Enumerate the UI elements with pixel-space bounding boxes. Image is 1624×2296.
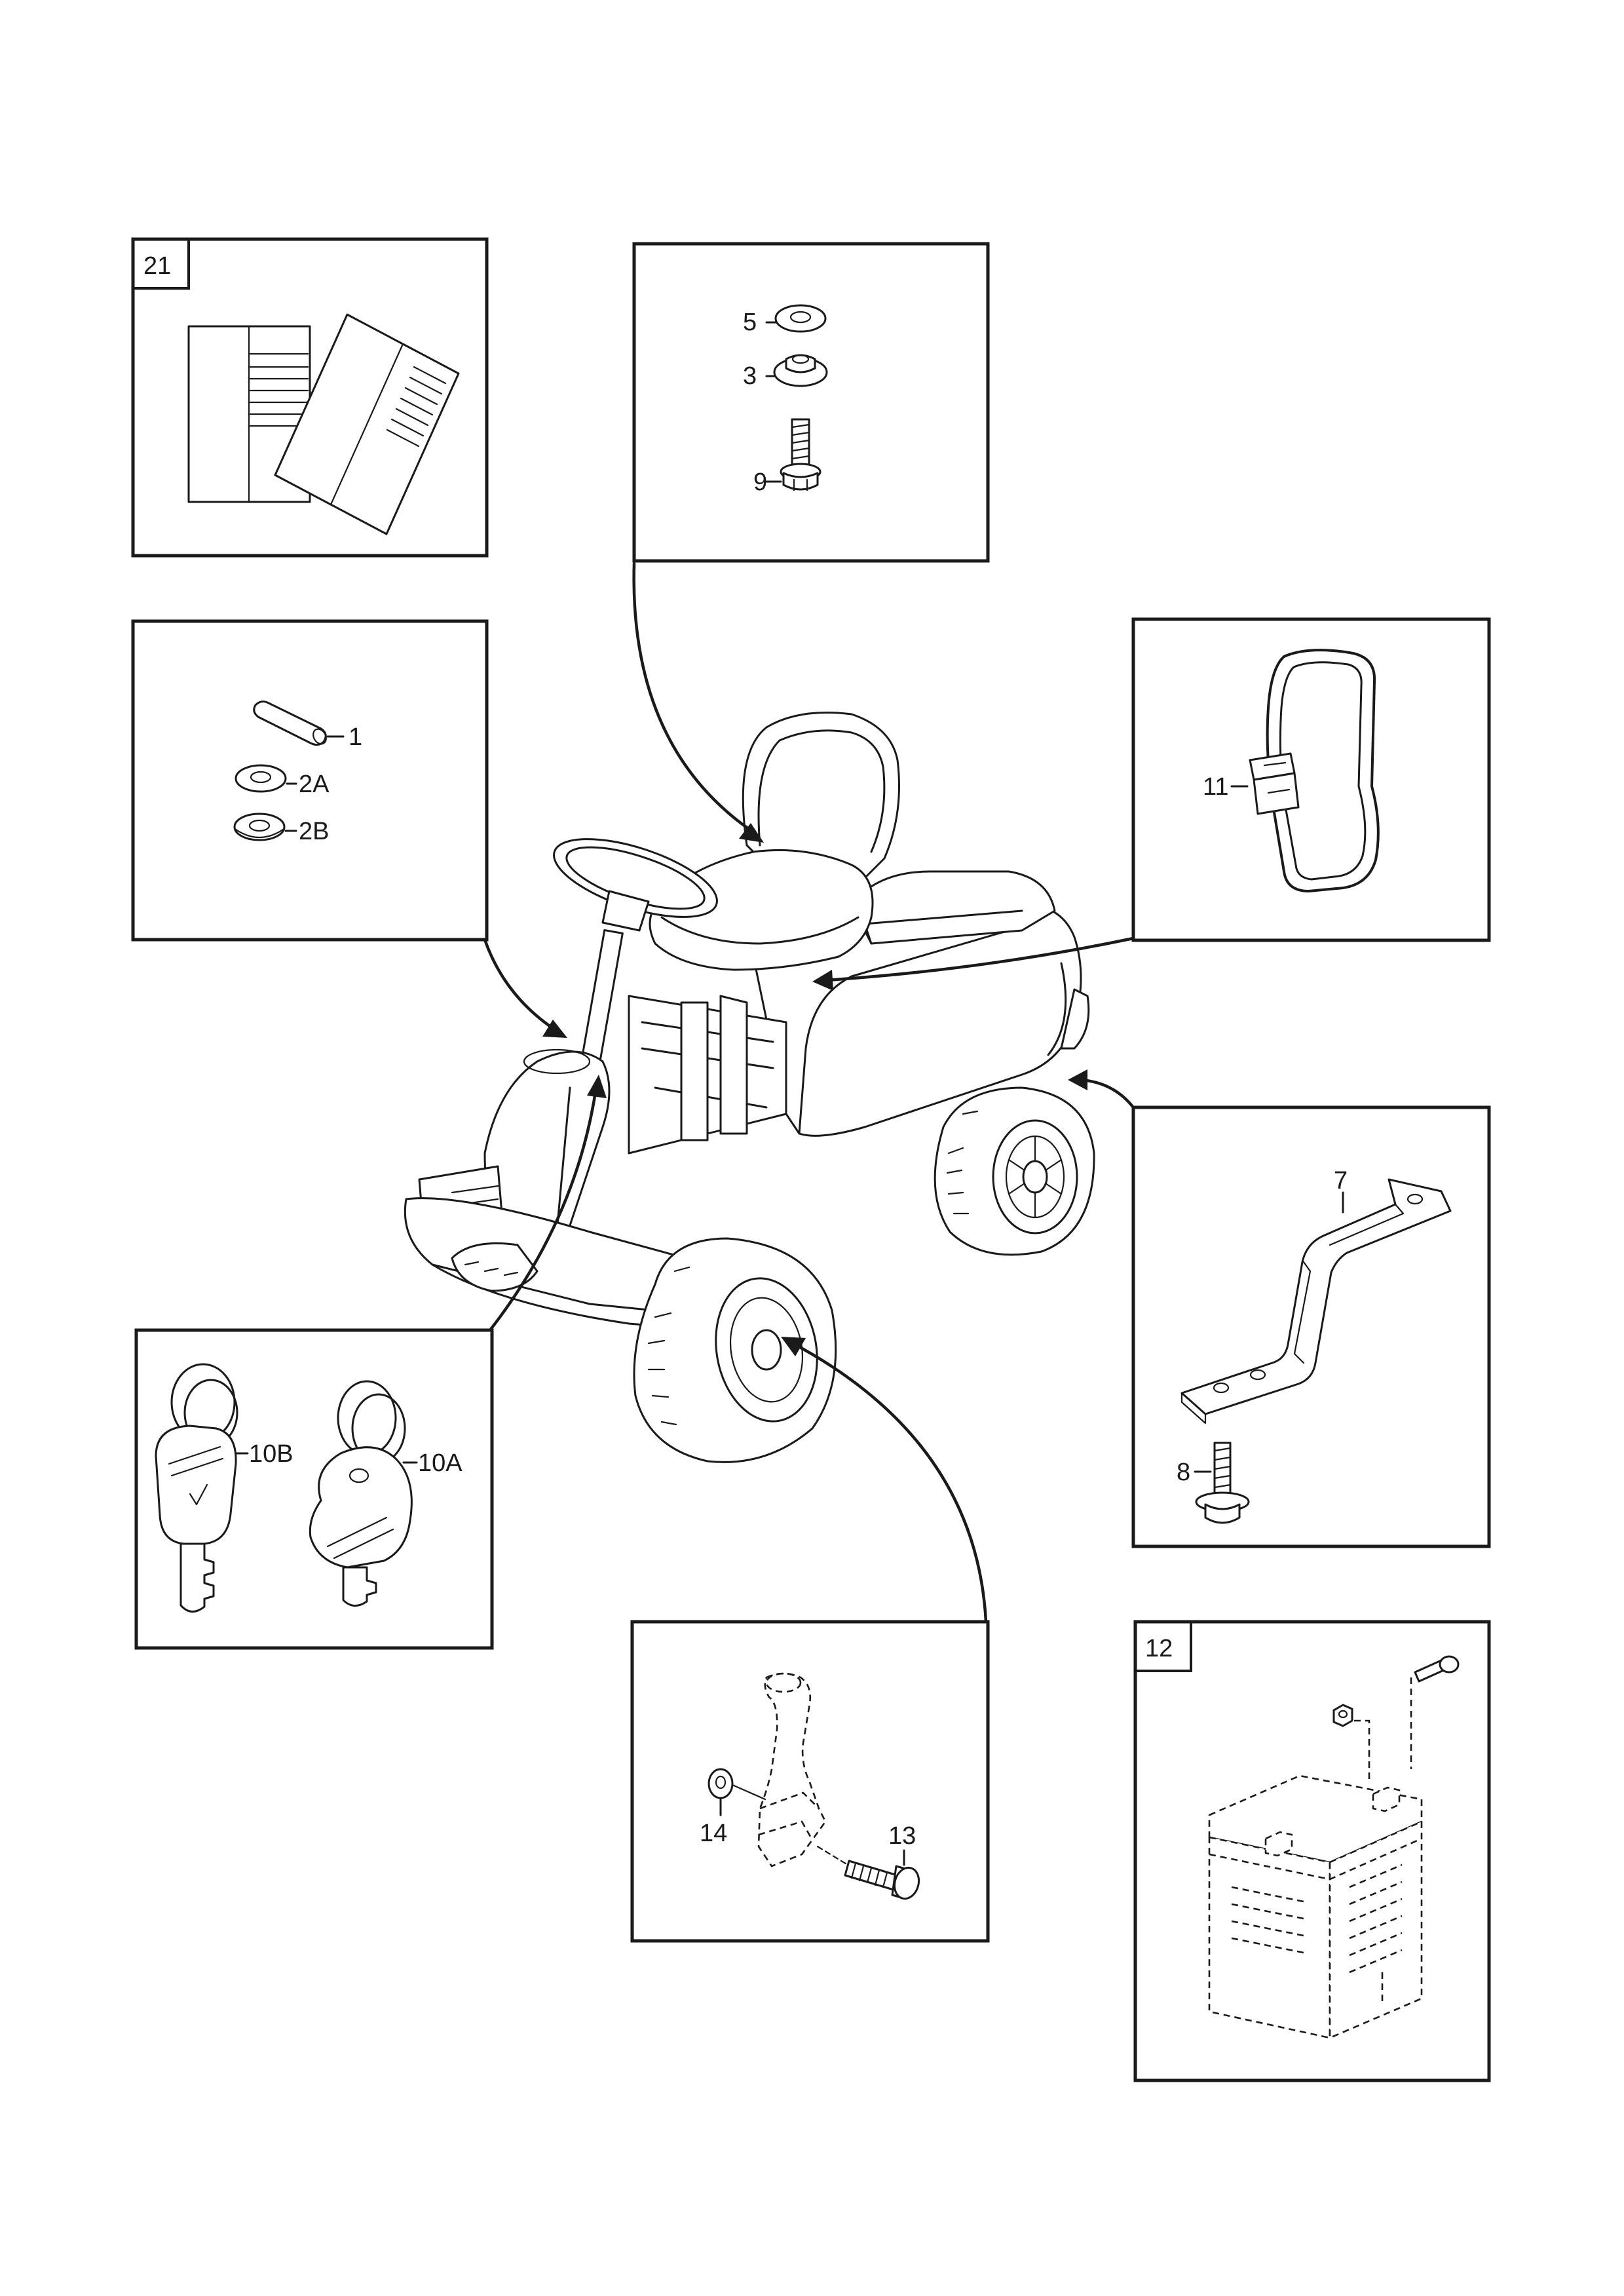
- bolt-9: [780, 418, 821, 491]
- label-3: 3: [743, 362, 757, 390]
- label-13: 13: [888, 1822, 916, 1850]
- label-5: 5: [743, 309, 757, 336]
- key-10a: [309, 1380, 413, 1607]
- label-10b: 10B: [249, 1440, 293, 1468]
- manual-icon: [187, 313, 460, 535]
- bolt-13: [844, 1860, 920, 1900]
- label-7: 7: [1334, 1167, 1348, 1195]
- bushing-3: [773, 354, 828, 387]
- battery-nut: [1332, 1704, 1353, 1727]
- washer-2a: [235, 764, 287, 793]
- panel-strap: 11: [1131, 617, 1491, 942]
- panel-wheel-hardware: 14 13: [630, 1620, 990, 1943]
- panel-bracket: 7 8: [1131, 1105, 1491, 1548]
- panel-documents: 21: [131, 237, 489, 558]
- washer-5: [774, 304, 827, 333]
- panel-keys: 10B 10A: [134, 1328, 494, 1650]
- label-2b: 2B: [299, 818, 329, 845]
- washer-2b: [233, 813, 286, 841]
- label-8: 8: [1177, 1459, 1190, 1486]
- nut-14: [708, 1768, 734, 1799]
- label-11: 11: [1203, 773, 1228, 801]
- key-10b: [155, 1363, 238, 1613]
- label-2a: 2A: [299, 771, 330, 798]
- label-14: 14: [700, 1820, 727, 1847]
- panel-steering-hardware: 1 2A 2B: [131, 619, 489, 942]
- panel-seat-hardware: 5 3 9: [632, 242, 990, 563]
- bolt-8: [1195, 1442, 1250, 1524]
- tag-21: 21: [143, 252, 171, 280]
- battery-bolt: [1414, 1655, 1460, 1683]
- rear-wheel: [934, 1086, 1095, 1256]
- label-10a: 10A: [418, 1449, 463, 1477]
- riding-mower: [404, 712, 1095, 1463]
- leader-lines: [483, 562, 1135, 1624]
- front-wheel: [633, 1237, 837, 1463]
- label-1: 1: [349, 723, 362, 751]
- pin-1: [253, 700, 327, 746]
- strap-11: [1249, 649, 1380, 892]
- battery-dashed: [1208, 1677, 1423, 2039]
- panel-battery: 12: [1133, 1620, 1491, 2082]
- tag-12: 12: [1145, 1635, 1173, 1662]
- label-9: 9: [753, 469, 767, 496]
- axle-dashed: [757, 1672, 827, 1867]
- bracket-7: [1180, 1178, 1452, 1425]
